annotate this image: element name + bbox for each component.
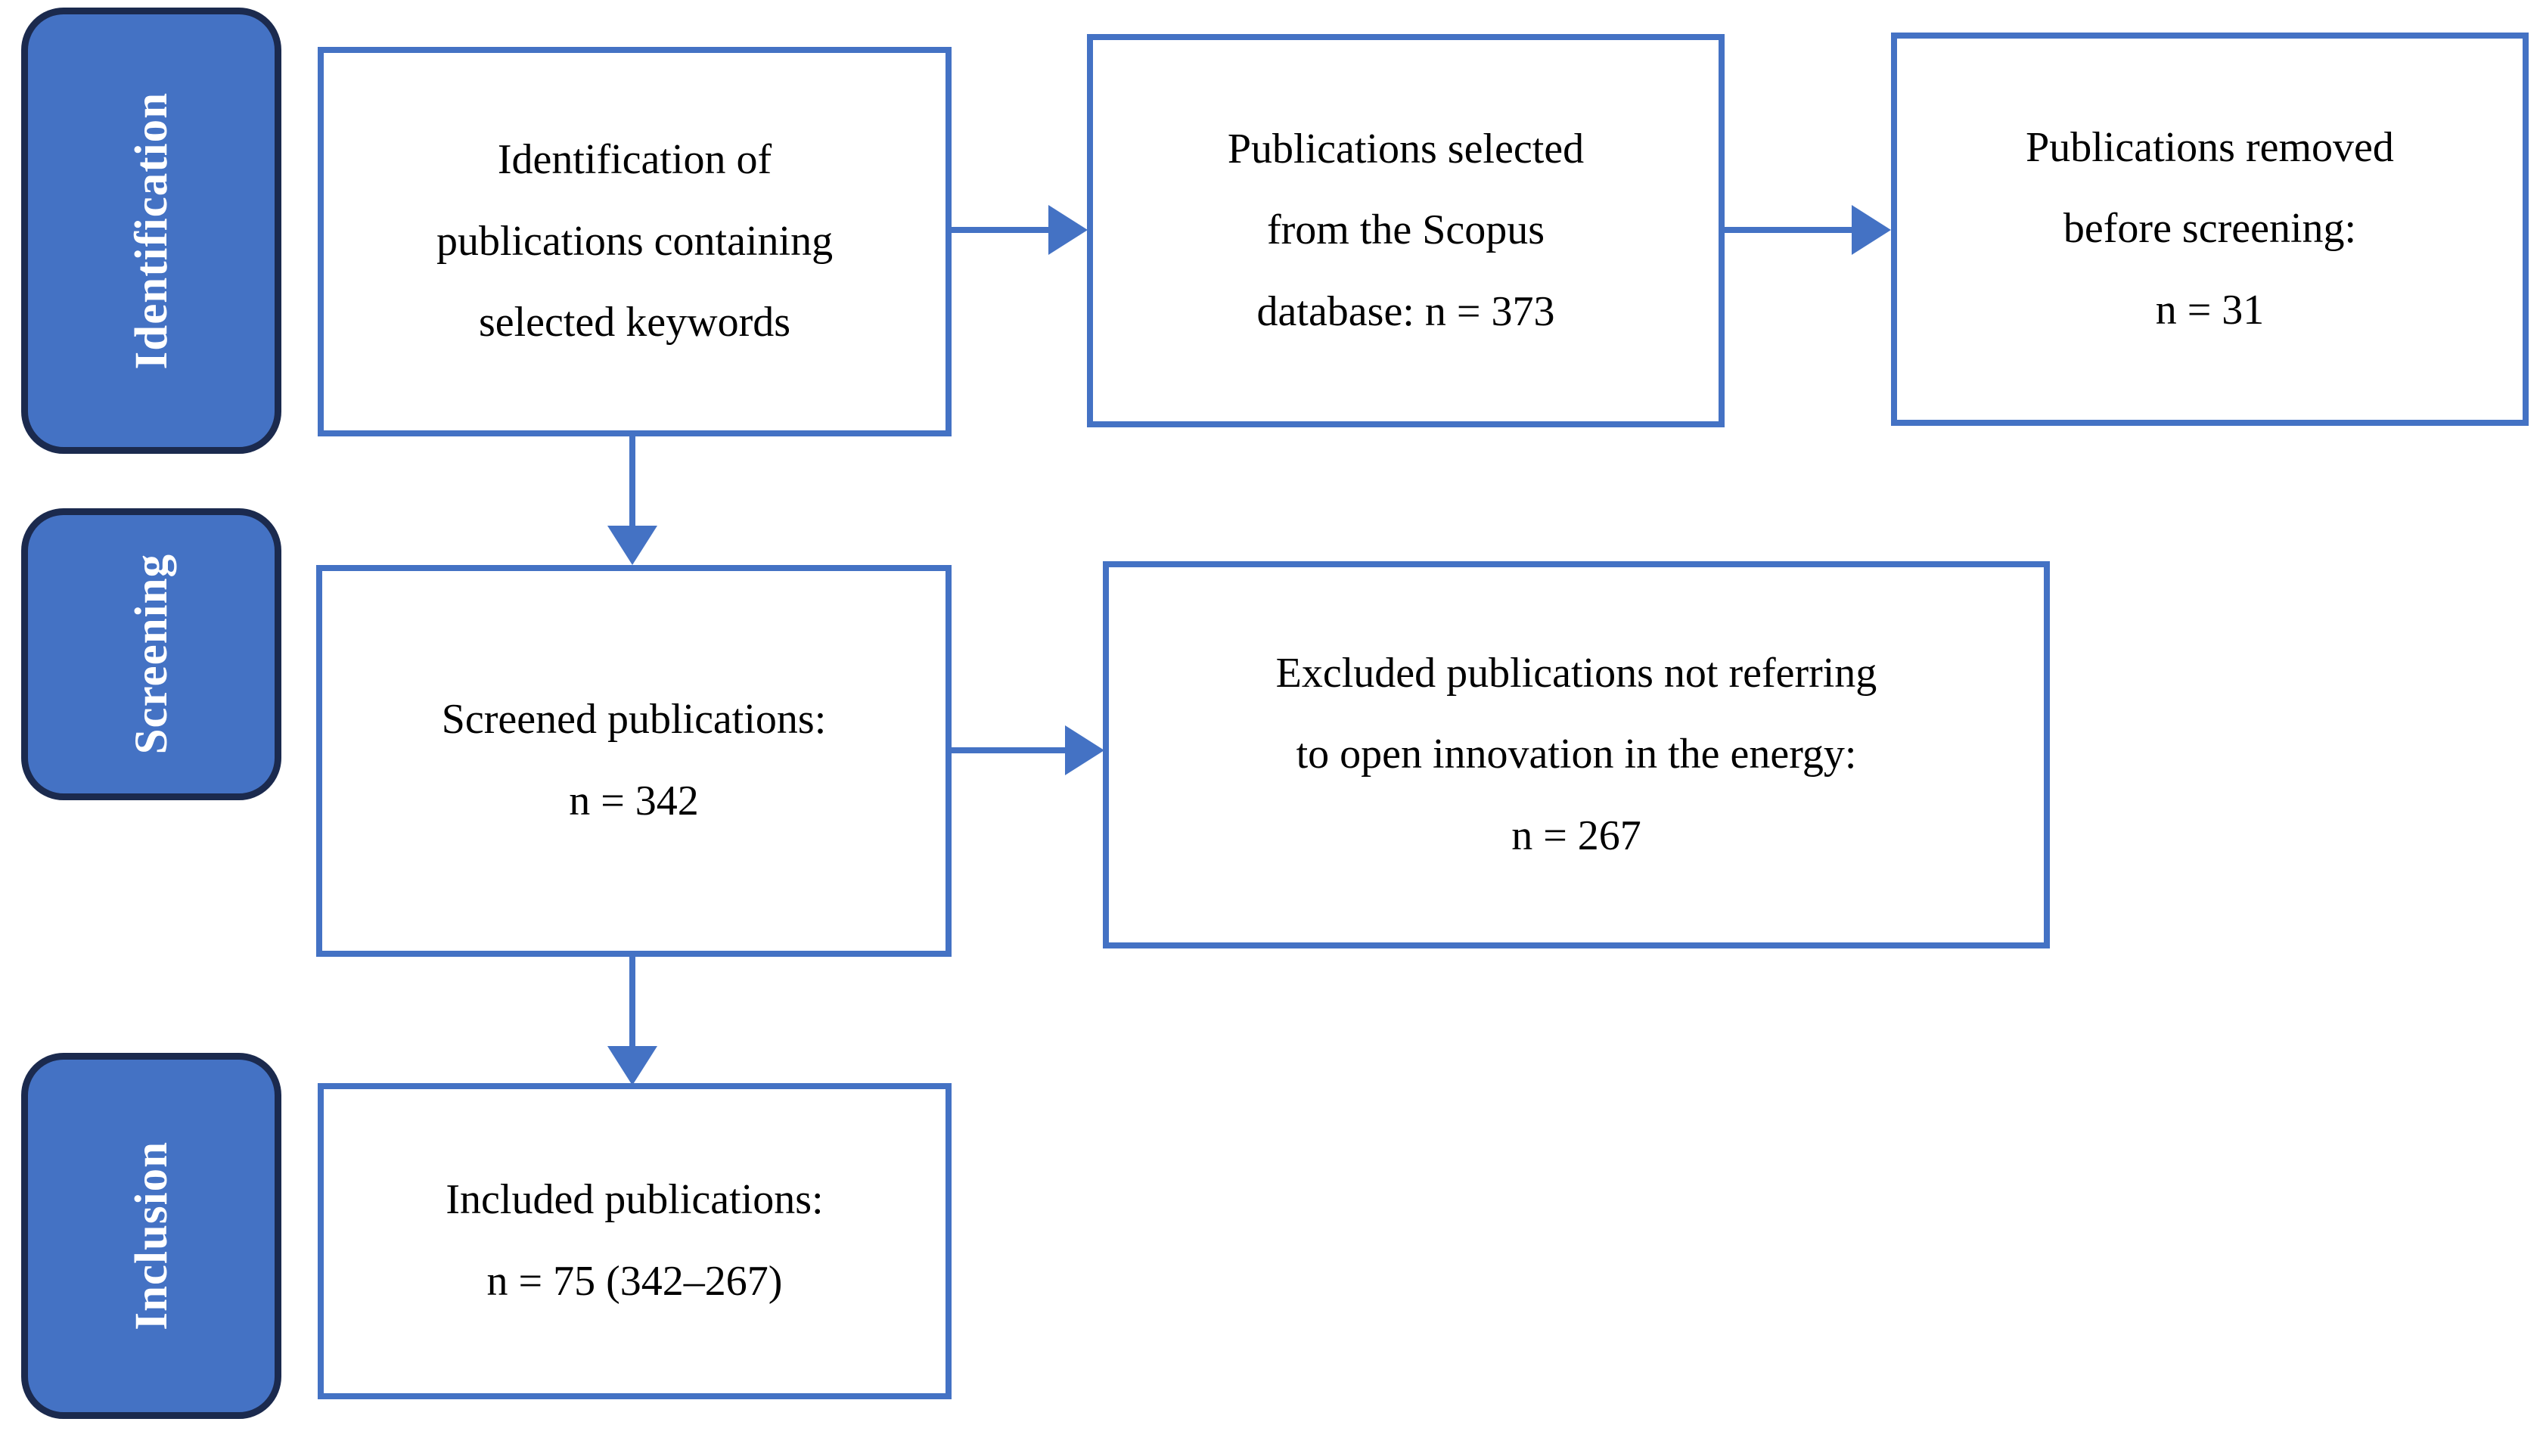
node-identification-source-line-2: publications containing [436, 217, 834, 265]
node-screened-line-1: Screened publications: [441, 696, 827, 744]
node-excluded[interactable]: Excluded publications not referring to o… [1103, 561, 2050, 948]
connector-scopus-to-removed-shaft [1725, 227, 1852, 233]
phase-tab-identification[interactable]: Identification [21, 8, 281, 454]
node-included-line-1: Included publications: [446, 1176, 824, 1224]
connector-identification-to-screened-shaft [629, 436, 635, 527]
node-excluded-line-1: Excluded publications not referring [1275, 649, 1877, 697]
node-excluded-line-3: n = 267 [1511, 812, 1641, 859]
connector-identification-to-scopus-shaft [952, 227, 1048, 233]
node-removed-before-screening-line-2: before screening: [2063, 205, 2357, 253]
phase-tab-screening[interactable]: Screening [21, 508, 281, 800]
node-identification-source-line-1: Identification of [497, 136, 772, 184]
phase-tab-inclusion[interactable]: Inclusion [21, 1053, 281, 1419]
connector-screened-to-excluded-shaft [952, 747, 1065, 753]
node-scopus-selected[interactable]: Publications selected from the Scopus da… [1087, 34, 1725, 427]
node-removed-before-screening-line-1: Publications removed [2026, 123, 2394, 171]
phase-tab-identification-label: Identification [126, 92, 177, 370]
connector-scopus-to-removed-arrowhead [1852, 205, 1891, 255]
node-identification-source[interactable]: Identification of publications containin… [318, 47, 952, 436]
connector-screened-to-included-arrowhead [607, 1046, 657, 1085]
node-removed-before-screening[interactable]: Publications removed before screening: n… [1891, 33, 2529, 426]
connector-identification-to-scopus-arrowhead [1048, 205, 1088, 255]
node-included-line-2: n = 75 (342–267) [486, 1258, 783, 1305]
node-removed-before-screening-line-3: n = 31 [2155, 286, 2265, 334]
node-excluded-line-2: to open innovation in the energy: [1296, 731, 1857, 778]
node-scopus-selected-line-1: Publications selected [1227, 125, 1585, 172]
connector-screened-to-excluded-arrowhead [1065, 725, 1104, 775]
node-included[interactable]: Included publications: n = 75 (342–267) [318, 1083, 952, 1399]
connector-identification-to-screened-arrowhead [607, 526, 657, 565]
node-identification-source-line-3: selected keywords [478, 299, 791, 346]
phase-tab-screening-label: Screening [126, 554, 177, 755]
phase-tab-inclusion-label: Inclusion [126, 1141, 177, 1330]
node-screened-line-2: n = 342 [569, 778, 699, 824]
node-scopus-selected-line-3: database: n = 373 [1256, 287, 1555, 335]
node-scopus-selected-line-2: from the Scopus [1266, 206, 1545, 254]
connector-screened-to-included-shaft [629, 957, 635, 1048]
node-screened[interactable]: Screened publications: n = 342 [316, 565, 952, 957]
